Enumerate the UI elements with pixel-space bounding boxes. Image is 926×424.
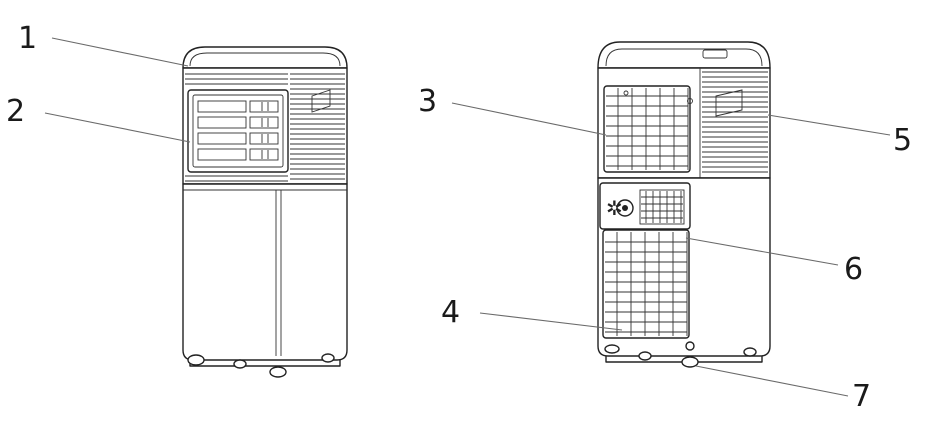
front-unit [182,46,348,378]
back-unit: ✲ [597,41,771,368]
leader-2 [44,112,191,143]
svg-text:✲: ✲ [606,196,623,220]
callout-6: 6 [844,252,864,287]
leader-5 [767,114,891,136]
callout-4: 4 [441,295,461,330]
callout-5: 5 [893,123,913,158]
leader-lines [44,37,891,397]
leader-1 [51,37,189,67]
leader-6 [685,237,839,266]
callout-7: 7 [852,379,872,414]
leader-4 [479,312,623,331]
leader-7 [695,365,849,397]
callout-1: 1 [18,21,38,56]
callout-2: 2 [6,94,26,129]
callout-3: 3 [418,84,438,119]
leader-3 [451,102,607,136]
